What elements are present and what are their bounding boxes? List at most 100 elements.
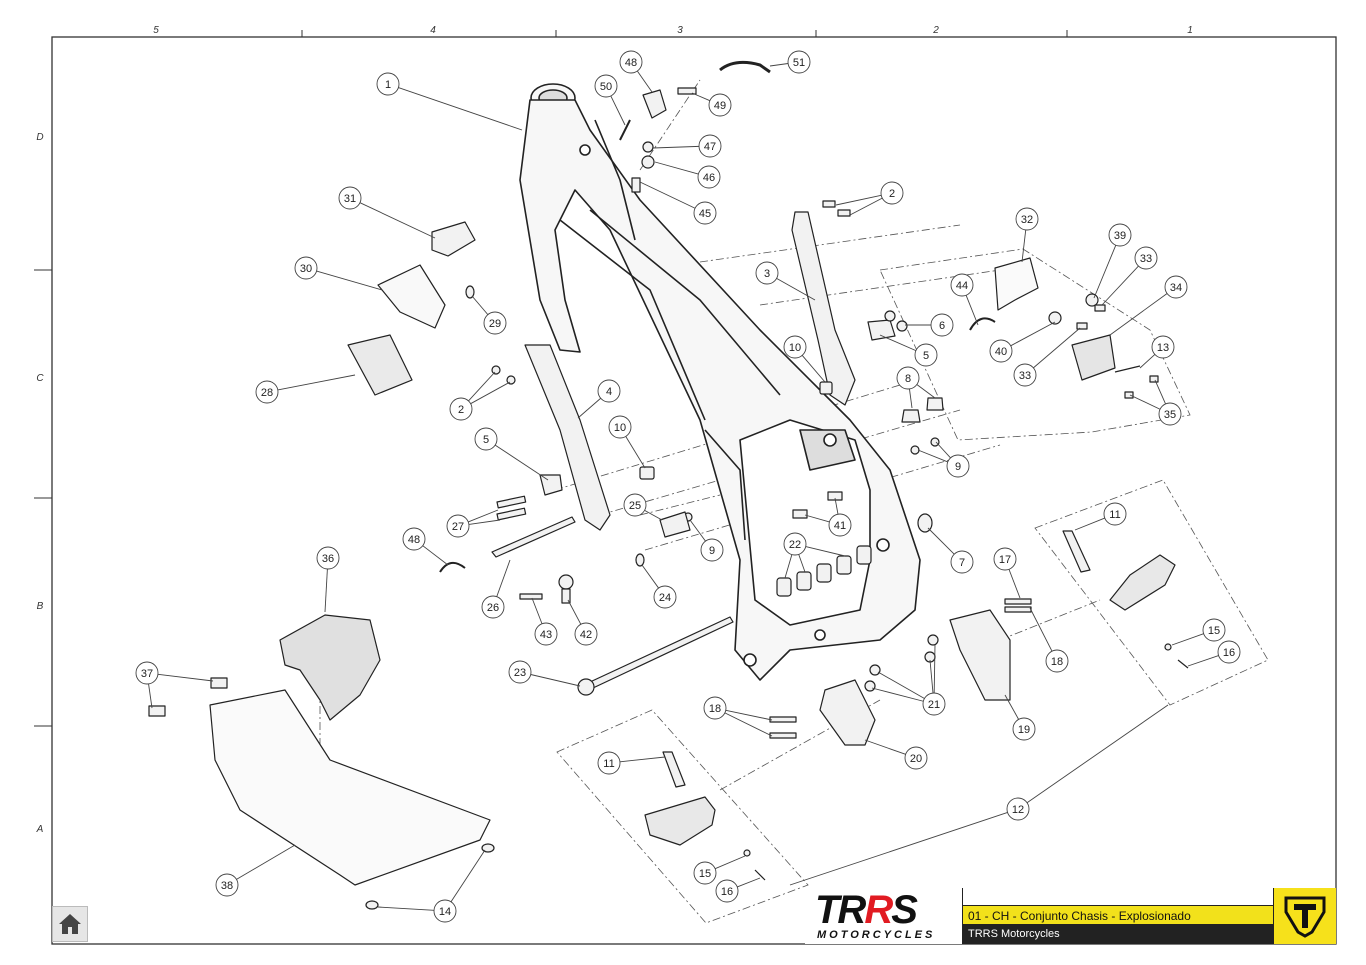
leader-line xyxy=(567,599,582,625)
leader-line xyxy=(639,181,696,209)
callout-number: 21 xyxy=(928,699,940,711)
callout-balloon xyxy=(316,546,340,570)
leader-line xyxy=(737,877,761,888)
callout-number: 18 xyxy=(1051,656,1063,668)
callout-balloon xyxy=(1103,502,1127,526)
callout-balloon xyxy=(950,273,974,297)
callout-balloon xyxy=(474,427,498,451)
callout-number: 50 xyxy=(600,81,612,93)
leader-line xyxy=(1187,655,1219,667)
callout-number: 7 xyxy=(959,557,965,569)
callout-balloon xyxy=(338,186,362,210)
leader-line xyxy=(1029,607,1053,652)
callout-number: 2 xyxy=(889,188,895,200)
callout-balloon xyxy=(402,527,426,551)
leader-line xyxy=(610,95,626,126)
callout-balloon xyxy=(508,660,532,684)
leader-line xyxy=(157,673,214,682)
callout-number: 3 xyxy=(764,268,770,280)
callout-balloon xyxy=(946,454,970,478)
callout-balloon xyxy=(922,692,946,716)
callout-balloon xyxy=(1108,223,1132,247)
leader-line xyxy=(1101,265,1139,306)
callout-number: 8 xyxy=(905,373,911,385)
callout-number: 34 xyxy=(1170,282,1182,294)
callout-balloon xyxy=(708,93,732,117)
leader-line xyxy=(1093,244,1117,299)
leader-line xyxy=(324,568,328,613)
drawing-frame xyxy=(51,36,1337,945)
callout-number: 39 xyxy=(1114,230,1126,242)
callout-balloon xyxy=(715,879,739,903)
leader-line xyxy=(236,844,296,880)
leader-line xyxy=(724,712,773,737)
callout-balloon xyxy=(700,538,724,562)
home-button[interactable] xyxy=(52,906,88,942)
callout-number: 23 xyxy=(514,667,526,679)
callout-number: 27 xyxy=(452,521,464,533)
callout-number: 32 xyxy=(1021,214,1033,226)
leader-line xyxy=(1021,229,1027,263)
leader-line xyxy=(468,371,496,402)
callout-number: 48 xyxy=(408,534,420,546)
callout-number: 38 xyxy=(221,880,233,892)
callout-balloon xyxy=(828,513,852,537)
callout-balloon xyxy=(1134,246,1158,270)
callout-balloon xyxy=(914,343,938,367)
leader-line xyxy=(277,374,356,391)
brand-logo-text: TRRS xyxy=(815,888,918,932)
leader-line xyxy=(909,388,913,409)
leader-line xyxy=(450,849,486,903)
callout-number: 24 xyxy=(659,592,671,604)
callout-balloon xyxy=(1006,797,1030,821)
callout-balloon xyxy=(483,311,507,335)
leader-line xyxy=(871,687,924,702)
callout-number: 28 xyxy=(261,387,273,399)
callout-balloon xyxy=(449,397,473,421)
row-label: B xyxy=(37,601,44,612)
leader-line xyxy=(1074,517,1105,531)
leader-line xyxy=(769,63,789,67)
zone-markers: 5 4 3 2 1 D C B A xyxy=(34,25,1193,835)
callout-balloon xyxy=(1202,618,1226,642)
leader-line xyxy=(377,906,435,911)
leader-line xyxy=(849,197,883,216)
callout-number: 36 xyxy=(322,553,334,565)
leader-line xyxy=(864,739,906,755)
callout-balloon xyxy=(594,74,618,98)
callout-number: 10 xyxy=(789,342,801,354)
callout-number: 26 xyxy=(487,602,499,614)
callout-number: 5 xyxy=(923,350,929,362)
callout-balloon xyxy=(693,201,717,225)
leader-line xyxy=(929,659,934,694)
leader-line xyxy=(1129,394,1161,410)
callout-number: 11 xyxy=(1109,509,1120,521)
callout-number: 9 xyxy=(709,545,715,557)
callout-number: 47 xyxy=(704,141,716,153)
leader-line xyxy=(619,756,666,763)
callout-number: 44 xyxy=(956,280,968,292)
leader-line xyxy=(496,559,511,597)
callout-number: 42 xyxy=(580,629,592,641)
callout-balloon xyxy=(1045,649,1069,673)
callout-balloon xyxy=(930,313,954,337)
leader-line xyxy=(1033,327,1081,369)
callout-number: 31 xyxy=(344,193,356,205)
callout-number: 11 xyxy=(603,758,614,770)
leader-line xyxy=(468,519,501,525)
brand-logo: TRRS MOTORCYCLES xyxy=(805,888,963,944)
callout-number: 33 xyxy=(1140,253,1152,265)
column-label: 5 xyxy=(153,25,159,36)
callout-balloon xyxy=(619,50,643,74)
leader-line xyxy=(148,683,153,709)
callout-number: 45 xyxy=(699,208,711,220)
leader-line xyxy=(1004,694,1020,720)
callout-balloon xyxy=(1158,402,1182,426)
leader-line xyxy=(530,674,581,687)
callout-number: 16 xyxy=(1223,647,1235,659)
drawing-title: 01 - CH - Conjunto Chasis - Explosionado xyxy=(963,905,1273,925)
callout-balloon xyxy=(703,696,727,720)
leader-line xyxy=(471,295,489,315)
callout-number: 9 xyxy=(955,461,961,473)
